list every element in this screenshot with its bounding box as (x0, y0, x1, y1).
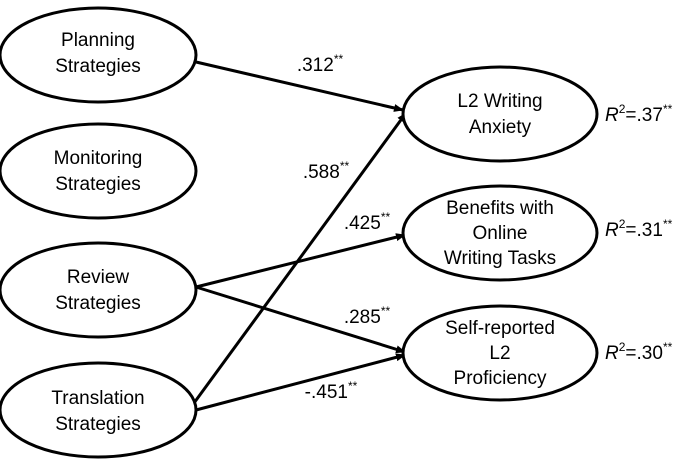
coef-translation-proficiency: -.451** (305, 379, 358, 403)
node-label-line: L2 (489, 343, 510, 364)
node-label-line: Planning (61, 30, 135, 51)
node-label-line: Strategies (55, 56, 141, 77)
coef-translation-anxiety: .588** (303, 159, 350, 183)
path-translation-to-anxiety (192, 112, 408, 404)
node-review-strategies: Review Strategies (0, 241, 198, 339)
r2-anxiety: R2=.37** (605, 102, 673, 126)
node-label-line: Benefits with (446, 198, 554, 219)
node-label-line: Proficiency (454, 368, 547, 389)
node-label-line: Monitoring (54, 148, 143, 169)
node-label-line: Online (473, 223, 528, 244)
path-translation-to-proficiency (195, 353, 406, 412)
node-benefits-online-writing: Benefits with Online Writing Tasks (401, 184, 599, 282)
outcome-nodes: L2 Writing Anxiety Benefits with Online … (401, 65, 599, 402)
coef-planning-anxiety: .312** (297, 52, 344, 76)
r2-proficiency: R2=.30** (605, 340, 673, 364)
node-label-line: Translation (51, 388, 144, 409)
node-monitoring-strategies: Monitoring Strategies (0, 122, 198, 220)
path-coefficients: .312** .588** .425** .285** -.451** (297, 52, 391, 403)
path-review-to-benefits (195, 233, 406, 289)
node-label-line: Strategies (55, 174, 141, 195)
r-squared-labels: R2=.37** R2=.31** R2=.30** (605, 102, 673, 364)
node-label-line: Review (67, 267, 130, 288)
predictor-nodes: Planning Strategies Monitoring Strategie… (0, 6, 198, 459)
path-review-to-proficiency (195, 285, 406, 354)
node-label-line: Writing Tasks (444, 248, 556, 269)
node-planning-strategies: Planning Strategies (0, 6, 198, 104)
node-label-line: Self-reported (445, 318, 555, 339)
node-translation-strategies: Translation Strategies (0, 361, 198, 459)
node-label-line: Anxiety (469, 117, 532, 138)
path-planning-to-anxiety (195, 60, 404, 112)
node-label-line: L2 Writing (457, 91, 542, 112)
path-arrows (192, 60, 408, 412)
node-label-line: Strategies (55, 293, 141, 314)
node-label-line: Strategies (55, 414, 141, 435)
r2-benefits: R2=.31** (605, 217, 673, 241)
coef-review-proficiency: .285** (344, 304, 391, 328)
node-l2-writing-anxiety: L2 Writing Anxiety (401, 65, 599, 163)
node-self-reported-proficiency: Self-reported L2 Proficiency (401, 304, 599, 402)
coef-review-benefits: .425** (344, 210, 391, 234)
